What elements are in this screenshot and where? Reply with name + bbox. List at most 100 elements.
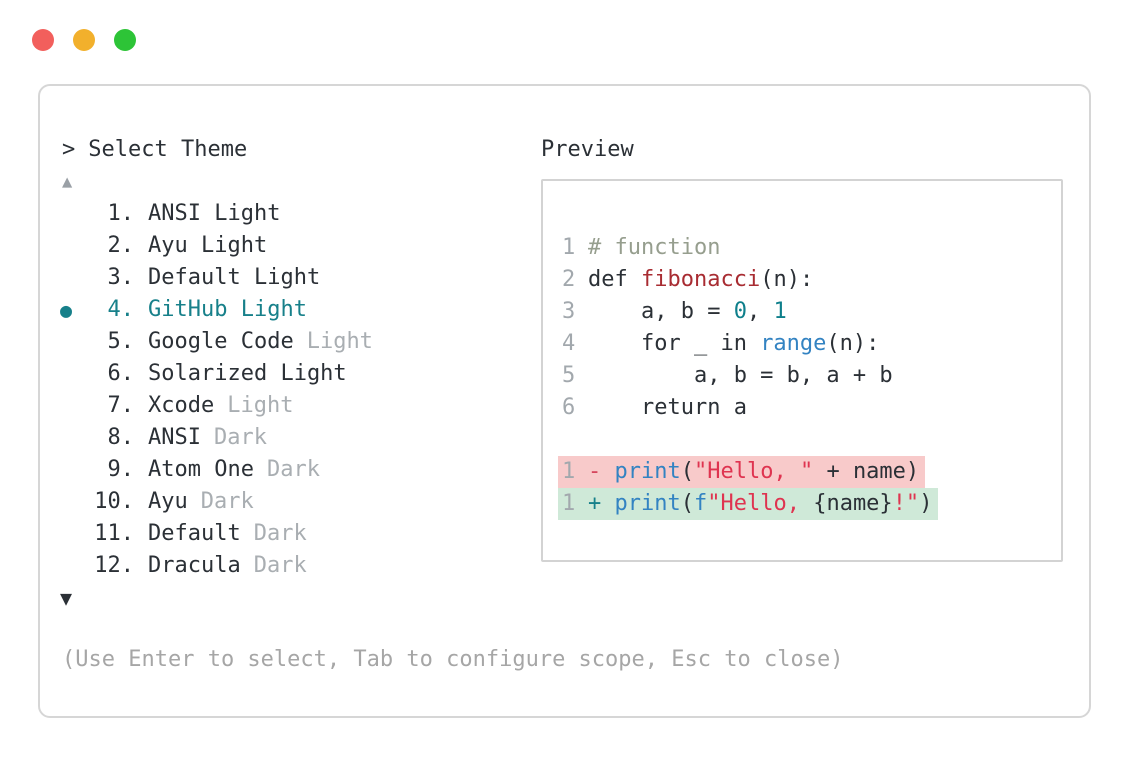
code-line: 5 a, b = b, a + b xyxy=(543,360,1061,392)
line-number: 1 xyxy=(562,459,576,484)
token-code: a, b = xyxy=(588,299,734,324)
scroll-up-icon[interactable]: ▲ xyxy=(62,172,73,192)
theme-item-label: Solarized Light xyxy=(148,361,347,386)
token-string: "Hello, xyxy=(707,491,814,516)
line-number: 4 xyxy=(562,331,576,356)
scroll-down-icon[interactable]: ▼ xyxy=(60,586,73,610)
theme-list-item[interactable]: 10. Ayu Dark xyxy=(40,486,520,518)
theme-item-variant: Light xyxy=(306,329,373,354)
theme-item-number: 4. xyxy=(107,297,135,322)
theme-list-item[interactable]: 5. Google Code Light xyxy=(40,326,520,358)
code-line: 6 return a xyxy=(543,392,1061,424)
code-line-content xyxy=(558,424,594,456)
token-builtin: range xyxy=(760,331,827,356)
preview-title: Preview xyxy=(541,137,634,162)
line-number: 3 xyxy=(562,299,576,324)
theme-item-label: Ayu Light xyxy=(148,233,268,258)
theme-item-number: 5. xyxy=(107,329,135,354)
token-code: , xyxy=(746,299,774,324)
theme-item-label: Ayu xyxy=(148,489,188,514)
theme-item-number: 11. xyxy=(94,521,134,546)
window-minimize-button[interactable] xyxy=(73,29,95,51)
theme-item-variant: Dark xyxy=(266,457,320,482)
theme-list-item[interactable]: 12. Dracula Dark xyxy=(40,550,520,582)
theme-list-item[interactable]: 2.Ayu Light xyxy=(40,230,520,262)
token-number: 1 xyxy=(773,299,787,324)
token-code: ( xyxy=(680,491,694,516)
selected-item-bullet-icon: ● xyxy=(60,298,73,322)
token-func: fibonacci xyxy=(640,267,761,292)
theme-item-number: 6. xyxy=(107,361,135,386)
theme-item-label: GitHub Light xyxy=(148,297,307,322)
token-code: ) xyxy=(919,491,933,516)
line-number: 5 xyxy=(562,363,576,388)
window-close-button[interactable] xyxy=(32,29,54,51)
code-line-content: 5 a, b = b, a + b xyxy=(558,360,899,392)
token-number: 0 xyxy=(733,299,747,324)
theme-item-label: Google Code xyxy=(148,329,294,354)
theme-item-number: 9. xyxy=(107,457,135,482)
code-line-content: 6 return a xyxy=(558,392,753,424)
token-code: for _ in xyxy=(588,331,761,356)
theme-item-variant: Light xyxy=(227,393,294,418)
theme-list-item[interactable]: 7. Xcode Light xyxy=(40,390,520,422)
theme-item-label: Default xyxy=(148,521,241,546)
window-zoom-button[interactable] xyxy=(114,29,136,51)
code-line: 1+ print(f"Hello, {name}!") xyxy=(543,488,1061,520)
code-line: 2 def fibonacci(n): xyxy=(543,264,1061,296)
code-line: 1 # function xyxy=(543,232,1061,264)
picker-title: Select Theme xyxy=(88,137,248,162)
theme-item-label: Dracula xyxy=(148,553,241,578)
theme-item-label: ANSI Light xyxy=(148,201,281,226)
token-builtin: print xyxy=(614,459,681,484)
token-builtin: f xyxy=(693,491,708,516)
token-removed-marker: - xyxy=(588,459,615,484)
token-code: + name) xyxy=(813,459,920,484)
token-string: "Hello, " xyxy=(693,459,814,484)
diff-added-line: 1+ print(f"Hello, {name}!") xyxy=(558,488,939,520)
code-line: 1- print("Hello, " + name) xyxy=(543,456,1061,488)
code-line-content: 4 for _ in range(n): xyxy=(558,328,885,360)
prompt-caret-icon: > xyxy=(62,137,76,162)
theme-item-label: ANSI xyxy=(148,425,201,450)
token-code: return a xyxy=(588,395,747,420)
theme-item-variant: Dark xyxy=(200,489,254,514)
theme-item-number: 1. xyxy=(107,201,135,226)
theme-item-number: 10. xyxy=(94,489,134,514)
theme-item-variant: Dark xyxy=(253,553,307,578)
token-code: a, b = b, a + b xyxy=(588,363,893,388)
theme-item-label: Default Light xyxy=(148,265,321,290)
token-comment: # function xyxy=(588,235,721,260)
token-code: (n): xyxy=(826,331,880,356)
line-number: 1 xyxy=(562,491,576,516)
line-number: 1 xyxy=(562,235,576,260)
token-code: (n): xyxy=(760,267,814,292)
theme-list-item[interactable]: 3. Default Light xyxy=(40,262,520,294)
token-code: ( xyxy=(680,459,694,484)
theme-item-number: 12. xyxy=(94,553,134,578)
theme-item-number: 7. xyxy=(107,393,135,418)
theme-list-item[interactable]: 6. Solarized Light xyxy=(40,358,520,390)
theme-list-item[interactable]: ● 4. GitHub Light xyxy=(40,294,520,326)
theme-list: 1. ANSI Light 2.Ayu Light 3. Default Light ● 4… xyxy=(40,198,520,582)
theme-list-item[interactable]: 1. ANSI Light xyxy=(40,198,520,230)
theme-item-label: Xcode xyxy=(148,393,215,418)
theme-item-variant: Dark xyxy=(253,521,307,546)
token-code: {name} xyxy=(813,491,893,516)
theme-item-number: 3. xyxy=(107,265,135,290)
code-line-content: 2 def fibonacci(n): xyxy=(558,264,819,296)
token-added-marker: + xyxy=(588,491,615,516)
theme-list-item[interactable]: 11. Default Dark xyxy=(40,518,520,550)
code-line: 4 for _ in range(n): xyxy=(543,328,1061,360)
line-number: 2 xyxy=(562,267,576,292)
code-line-content: 3 a, b = 0, 1 xyxy=(558,296,793,328)
code-line xyxy=(543,424,1061,456)
code-line: 3 a, b = 0, 1 xyxy=(543,296,1061,328)
diff-removed-line: 1- print("Hello, " + name) xyxy=(558,456,926,488)
token-code: def xyxy=(588,267,641,292)
